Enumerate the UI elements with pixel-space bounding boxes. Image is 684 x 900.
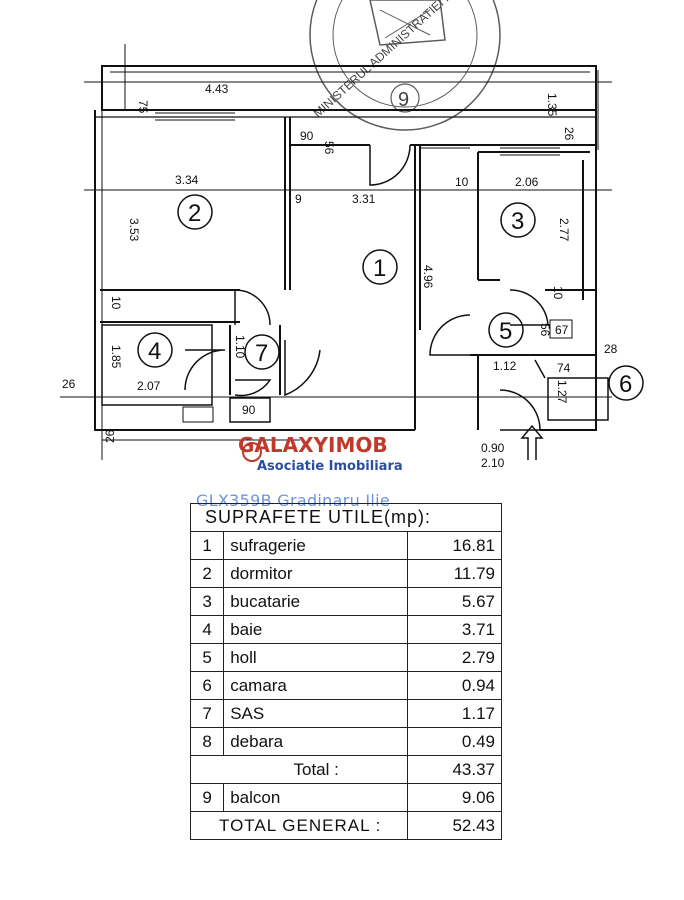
- dim-127: 1.27: [555, 380, 569, 404]
- room-7-label: 7: [255, 340, 268, 367]
- grand-total-label: TOTAL GENERAL :: [189, 811, 409, 840]
- stamp-number: 9: [398, 89, 409, 111]
- balcony-row: 9 balcon 9.06: [189, 783, 502, 812]
- areas-title: SUPRAFETE UTILE(mp):: [190, 503, 502, 532]
- area-num: 6: [189, 671, 225, 700]
- dim-56-top: 56: [322, 141, 336, 155]
- dim-10-right: 10: [551, 286, 565, 300]
- area-value: 5.67: [407, 587, 502, 616]
- dim-28: 28: [604, 342, 618, 356]
- dim-90-bottom: 90: [242, 403, 256, 417]
- room-4-label: 4: [148, 338, 161, 365]
- dim-10-left: 10: [109, 296, 123, 310]
- area-num: 2: [189, 559, 225, 588]
- area-value: 16.81: [407, 531, 502, 560]
- area-num: 4: [189, 615, 225, 644]
- dim-443: 4.43: [205, 82, 229, 96]
- windows: [155, 112, 560, 156]
- area-name: dormitor: [223, 559, 409, 588]
- dim-67: 67: [555, 323, 569, 337]
- dim-353: 3.53: [127, 218, 141, 242]
- balcony-value: 9.06: [407, 783, 502, 812]
- dim-112: 1.12: [493, 359, 517, 373]
- room-5-label: 5: [499, 318, 512, 345]
- dim-496: 4.96: [421, 265, 435, 289]
- balcony-name: balcon: [223, 783, 409, 812]
- area-num: 1: [189, 531, 225, 560]
- area-value: 0.49: [407, 727, 502, 756]
- entrance-arrow-icon: [520, 424, 544, 460]
- grand-total-row: TOTAL GENERAL : 52.43: [189, 811, 502, 840]
- dim-135: 1.35: [545, 93, 559, 117]
- area-name: sufragerie: [223, 531, 409, 560]
- watermark-tagline: Asociatie Imobiliara: [257, 459, 403, 474]
- dim-110: 1.10: [233, 335, 247, 359]
- area-value: 1.17: [407, 699, 502, 728]
- dim-26-top: 26: [562, 127, 576, 141]
- area-name: holl: [223, 643, 409, 672]
- dim-74: 74: [557, 361, 571, 375]
- grand-total-value: 52.43: [407, 811, 502, 840]
- dim-207: 2.07: [137, 379, 161, 393]
- room-2-label: 2: [188, 200, 201, 227]
- dim-9: 9: [295, 192, 302, 206]
- room-3-label: 3: [511, 208, 524, 235]
- area-num: 8: [189, 727, 225, 756]
- dim-210: 2.10: [481, 456, 505, 470]
- floor-plan-drawing: MINISTERUL ADMINISTRATIEI PUBLICE · ROMA…: [60, 0, 644, 474]
- area-value: 3.71: [407, 615, 502, 644]
- area-num: 3: [189, 587, 225, 616]
- area-name: camara: [223, 671, 409, 700]
- dim-26-left: 26: [62, 377, 76, 391]
- dim-10-top: 10: [455, 175, 469, 189]
- galaxyimob-watermark: GALAXYIMOB Asociatie Imobiliara: [238, 433, 403, 474]
- dim-277: 2.77: [557, 218, 571, 242]
- dim-090: 0.90: [481, 441, 505, 455]
- room-labels: 1 2 3 4 5 6 7: [137, 194, 644, 401]
- total-label: Total :: [189, 755, 409, 784]
- area-name: SAS: [223, 699, 409, 728]
- walls: [94, 65, 609, 431]
- area-num: 7: [189, 699, 225, 728]
- dim-75: 75: [136, 100, 150, 114]
- dimension-labels: 4.43 75 1.35 26 90 56 3.34 9 3.31 10 2.0…: [62, 82, 618, 470]
- balcony-num: 9: [189, 783, 225, 812]
- stamp-text: MINISTERUL ADMINISTRATIEI PUBLICE · ROMA…: [311, 0, 638, 120]
- area-name: baie: [223, 615, 409, 644]
- area-value: 0.94: [407, 671, 502, 700]
- area-name: debara: [223, 727, 409, 756]
- area-num: 5: [189, 643, 225, 672]
- total-row: Total : 43.37: [189, 755, 502, 784]
- room-1-label: 1: [373, 255, 386, 282]
- area-value: 11.79: [407, 559, 502, 588]
- floor-plan: MINISTERUL ADMINISTRATIEI PUBLICE · ROMA…: [60, 0, 644, 474]
- total-value: 43.37: [407, 755, 502, 784]
- room-6-label: 6: [619, 371, 632, 398]
- dim-334: 3.34: [175, 173, 199, 187]
- dim-331: 3.31: [352, 192, 376, 206]
- dim-185: 1.85: [109, 345, 123, 369]
- areas-title-row: SUPRAFETE UTILE(mp):: [190, 503, 502, 532]
- dim-206: 2.06: [515, 175, 539, 189]
- dim-56-mid: 56: [538, 323, 552, 337]
- door-swings: [184, 144, 549, 431]
- area-name: bucatarie: [223, 587, 409, 616]
- area-value: 2.79: [407, 643, 502, 672]
- dim-90-top: 90: [300, 129, 314, 143]
- watermark-brand: GALAXYIMOB: [238, 433, 388, 457]
- dim-26-bottom: 26: [103, 429, 117, 443]
